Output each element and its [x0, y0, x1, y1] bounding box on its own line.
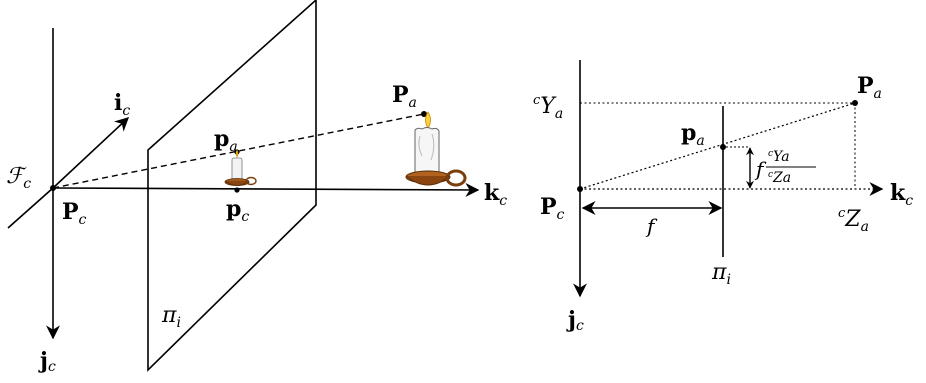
j-label-right: jc [566, 307, 584, 334]
large-candle-icon [405, 111, 467, 187]
origin-label: Pc [62, 199, 87, 228]
k-label-right: kc [890, 180, 913, 209]
axis-j-label: jc [38, 348, 56, 375]
projection-formula: f cYa cZa [754, 149, 816, 186]
plane-label: πi [161, 303, 181, 331]
f-label: f [645, 214, 658, 238]
Pa-dot [852, 100, 858, 106]
point-pc-dot [234, 187, 240, 193]
Za-label: cZa [838, 206, 869, 235]
small-candle-icon [224, 149, 257, 186]
right-diagram: cYa Pa pa Pc kc jc cZa f πi f cYa [533, 60, 913, 334]
svg-text:cYa: cYa [768, 149, 790, 165]
projection-ray-right [579, 102, 856, 190]
plane-label-right: πi [711, 260, 731, 288]
svg-text:cZa: cZa [768, 170, 791, 186]
projection-ray [52, 113, 425, 189]
point-pa-label: pa [214, 126, 238, 155]
pa-label-right: pa [681, 120, 705, 149]
Pc-label-right: Pc [540, 194, 565, 223]
Ya-label: cYa [533, 93, 563, 122]
point-Pa-label: Pa [392, 82, 417, 111]
image-plane [147, 0, 317, 372]
axis-k [52, 182, 480, 197]
axis-i-label: ic [114, 90, 130, 119]
axis-i-back [7, 187, 54, 229]
point-Pa-dot [421, 111, 427, 117]
Pc-dot [577, 186, 583, 192]
frame-label: ℱc [6, 164, 31, 192]
left-diagram: ℱc Pc ic jc kc pa Pa pc πi [6, 0, 507, 375]
axis-i [52, 117, 130, 189]
point-pc-label: pc [226, 196, 249, 225]
svg-text:f: f [754, 157, 767, 181]
Pa-label-right: Pa [857, 73, 882, 102]
axis-k-label: kc [484, 180, 507, 209]
origin-point [50, 185, 56, 191]
pa-dot [720, 144, 726, 150]
